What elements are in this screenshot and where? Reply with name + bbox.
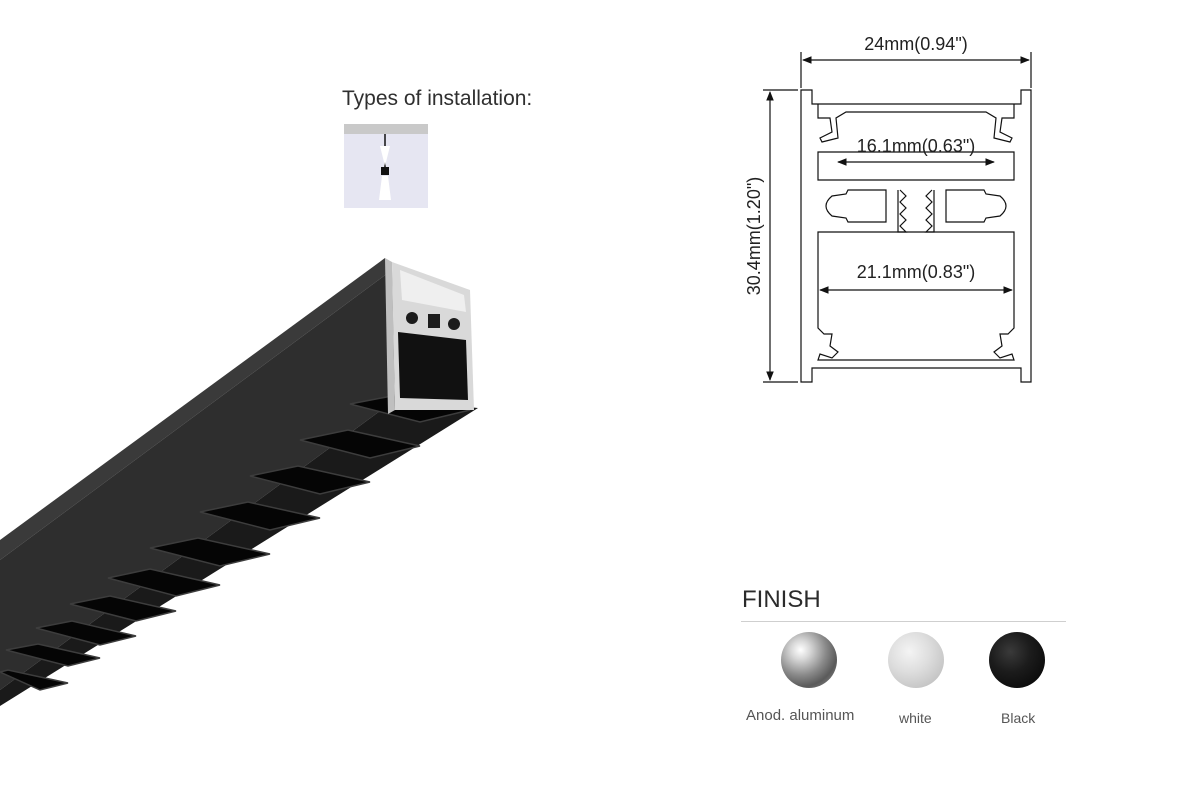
finish-swatch-aluminum[interactable] xyxy=(781,632,837,688)
finish-label-aluminum: Anod. aluminum xyxy=(746,707,855,724)
finish-label-white: white xyxy=(899,710,932,726)
finish-divider xyxy=(741,621,1066,622)
cross-section-drawing: 24mm(0.94") 30.4mm(1.20") 16.1mm(0.63") … xyxy=(744,34,1032,383)
product-render xyxy=(0,258,478,706)
profile-end-section xyxy=(385,258,474,414)
inner-bottom-dimension-label: 21.1mm(0.83") xyxy=(857,262,975,282)
installation-title: Types of installation: xyxy=(342,87,533,110)
inner-top-dimension-label: 16.1mm(0.63") xyxy=(857,136,975,156)
profile-side-face xyxy=(0,270,395,690)
height-dimension-label: 30.4mm(1.20") xyxy=(744,177,764,295)
finish-title: FINISH xyxy=(742,586,821,613)
pendant-installation-icon xyxy=(344,124,428,208)
finish-swatch-black[interactable] xyxy=(989,632,1045,688)
profile-top-face xyxy=(0,258,392,560)
width-dimension-label: 24mm(0.94") xyxy=(864,34,967,54)
finish-label-black: Black xyxy=(1001,710,1036,726)
finish-swatch-white[interactable] xyxy=(888,632,944,688)
